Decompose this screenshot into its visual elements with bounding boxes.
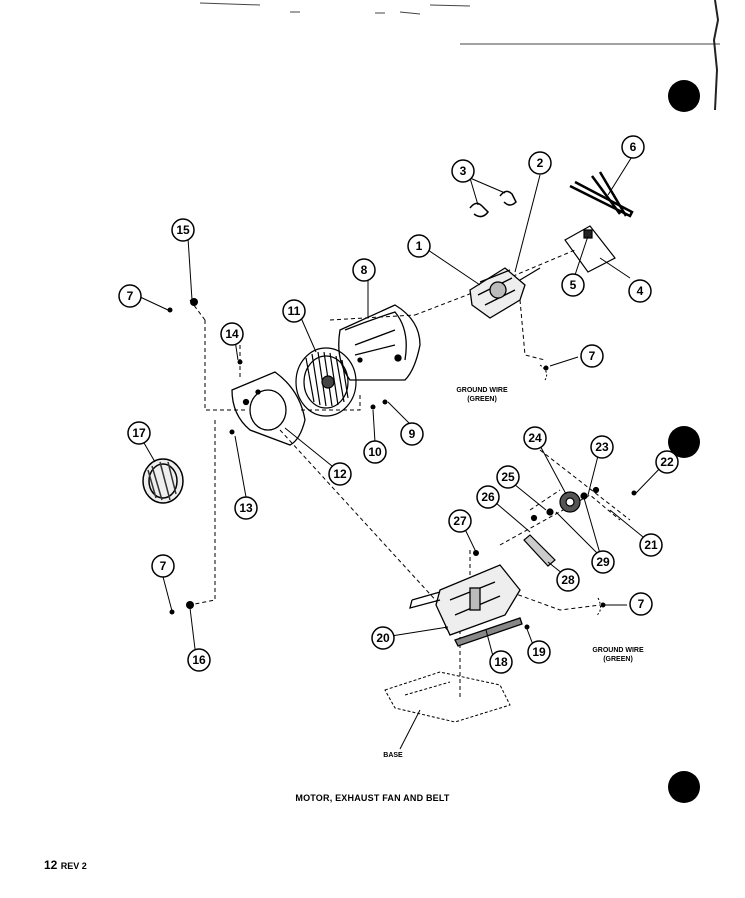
drum-ring-part [142,458,184,504]
callout-5: 5 [570,278,577,292]
clips-part [469,190,517,218]
callout-17: 17 [132,426,146,440]
callout-23: 23 [595,440,609,454]
callout-2: 2 [537,156,544,170]
callout-16: 16 [192,653,206,667]
callout-8: 8 [361,263,368,277]
motor-mount-part [409,564,523,647]
base-label: BASE [383,752,403,759]
ground-wire-label-1: GROUND WIRE [456,387,508,394]
ground-wire-label-2: GROUND WIRE [592,647,644,654]
idler-assembly-part [523,486,600,567]
callout-19: 19 [532,645,546,659]
page-number: 12 REV 2 [44,858,87,872]
callout-18: 18 [494,655,508,669]
callout-7-a: 7 [127,289,134,303]
callout-14: 14 [225,327,239,341]
callout-3: 3 [460,164,467,178]
callout-26: 26 [481,490,495,504]
blower-wheel-part [295,347,357,417]
diagram-title: MOTOR, EXHAUST FAN AND BELT [295,793,450,803]
callout-15: 15 [176,223,190,237]
belt-part [569,171,634,218]
ground-wire-lines [539,364,602,617]
callout-24: 24 [528,431,542,445]
fan-cover-part [231,371,306,446]
callout-29: 29 [596,555,610,569]
small-screws [167,298,637,630]
callout-circles [118,135,679,674]
callout-13: 13 [239,501,253,515]
idler-bracket-part [564,225,616,273]
callout-4: 4 [637,284,644,298]
callout-7-c: 7 [160,559,167,573]
callout-22: 22 [660,455,674,469]
callout-numbers: 1 2 3 4 5 6 7 7 7 7 8 9 10 11 12 13 14 1… [127,140,674,669]
callout-9: 9 [409,427,416,441]
assembly-dashed-lines [189,249,631,700]
callout-7-b: 7 [589,349,596,363]
base-outline [384,671,511,723]
ground-wire-color-label-2: (GREEN) [603,656,633,663]
text-labels: GROUND WIRE (GREEN) GROUND WIRE (GREEN) … [383,387,644,759]
motor-part [469,267,541,319]
scan-artifacts [199,0,720,803]
page-number-value: 12 [44,858,58,872]
fan-housing-part [338,304,421,381]
callout-7-d: 7 [638,597,645,611]
callout-6: 6 [630,140,637,154]
callout-20: 20 [376,631,390,645]
leader-lines [137,154,667,750]
ground-wire-color-label-1: (GREEN) [467,396,497,403]
callout-21: 21 [644,538,658,552]
callout-25: 25 [501,470,515,484]
callout-1: 1 [416,239,423,253]
callout-10: 10 [368,445,382,459]
callout-12: 12 [333,467,347,481]
callout-28: 28 [561,573,575,587]
callout-27: 27 [453,514,467,528]
revision-label: REV 2 [60,861,87,871]
callout-11: 11 [288,304,301,318]
